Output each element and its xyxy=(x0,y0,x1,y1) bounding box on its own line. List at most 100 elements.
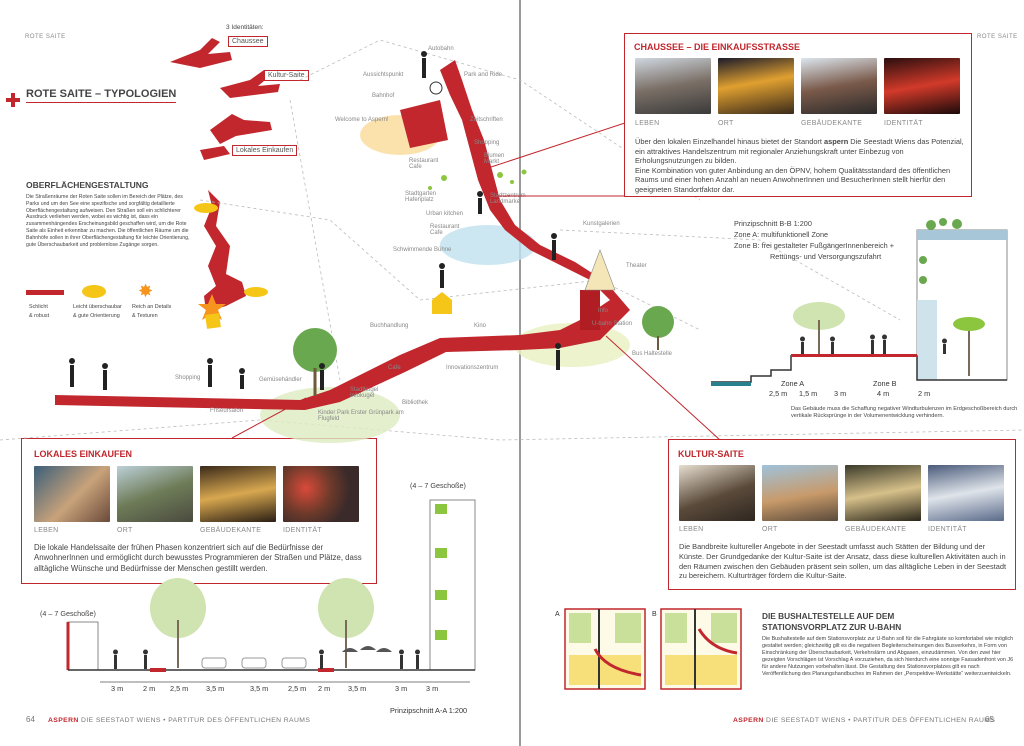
page-gutter xyxy=(519,0,521,746)
footer-right: ASPERN DIE SEESTADT WIENS • PARTITUR DES… xyxy=(733,717,996,724)
map-label-shopping-2: Shopping xyxy=(175,375,201,381)
map-label-autobahn: Autobahn xyxy=(428,46,454,52)
section-bb-zone-b2: Rettungs- und Versorgungszufahrt xyxy=(770,252,882,261)
dim-aa-5: 3,5 m xyxy=(250,684,269,693)
running-header-right: ROTE SAITE xyxy=(977,34,1018,40)
chaussee-photos xyxy=(635,58,960,114)
page-number-right: 65 xyxy=(985,715,994,724)
kultur-photo-ort xyxy=(762,465,838,521)
map-label-bibliothek: Bibliothek xyxy=(402,400,429,406)
surface-title: OBERFLÄCHENGESTALTUNG xyxy=(26,180,149,190)
kultur-label-leben: LEBEN xyxy=(679,526,704,533)
chaussee-label-leben: LEBEN xyxy=(635,120,660,127)
map-label-stadtgarten: Stadtgarten Hafenplatz xyxy=(405,191,437,203)
chaussee-title: CHAUSSEE – DIE EINKAUFSSTRASSE xyxy=(634,42,801,52)
map-label-aussichtspunkt: Aussichtspunkt xyxy=(363,72,404,78)
legend-ellipse-swatch xyxy=(82,285,106,298)
kultur-photo-gebaeudekante xyxy=(845,465,921,521)
map-label-welcome: Welcome to Aspern! xyxy=(335,117,389,123)
kultur-box: KULTUR-SAITE LEBEN ORT GEBÄUDEKANTE IDEN… xyxy=(668,439,1016,590)
kultur-photo-leben xyxy=(679,465,755,521)
chaussee-label-ort: ORT xyxy=(718,120,734,127)
chaussee-label-identitaet: IDENTITÄT xyxy=(884,120,923,127)
map-label-theater: Theater xyxy=(626,263,647,269)
map-label-kino: Kino xyxy=(474,323,487,329)
dim-bb-2: 1,5 m xyxy=(799,389,818,398)
map-label-restaurant-1: Restaurant Cafe xyxy=(409,158,439,170)
dim-aa-7: 2 m xyxy=(318,684,331,693)
dim-aa-9: 3 m xyxy=(395,684,408,693)
kultur-title: KULTUR-SAITE xyxy=(678,449,744,459)
map-label-info: Info xyxy=(598,308,609,314)
lokales-photo-gebaeudekante xyxy=(200,466,276,522)
bus-text: Die Bushaltestelle auf dem Stationsvorpl… xyxy=(762,636,1014,678)
chaussee-text: Über den lokalen Einzelhandel hinaus bie… xyxy=(635,137,964,194)
map-label-restaurant-2: Restaurant Cafe xyxy=(430,224,460,236)
section-bb-zone-b1: Zone B: frei gestalteter FußgängerInnenb… xyxy=(734,241,895,250)
identities-diagram xyxy=(170,38,280,160)
kultur-photos xyxy=(679,465,1004,521)
lokales-title: LOKALES EINKAUFEN xyxy=(34,449,133,459)
dim-aa-2: 2 m xyxy=(143,684,156,693)
lokales-label-leben: LEBEN xyxy=(34,527,59,534)
main-title: ROTE SAITE – TYPOLOGIEN xyxy=(26,88,177,103)
zone-a-label: Zone A xyxy=(781,379,805,388)
footer-left: ASPERN DIE SEESTADT WIENS • PARTITUR DES… xyxy=(48,717,311,724)
lokales-text: Die lokale Handelssaite der frühen Phase… xyxy=(34,543,362,573)
map-label-schwimmende-buehne: Schwimmende Bühne xyxy=(393,247,452,253)
lokales-label-gebaeudekante: GEBÄUDEKANTE xyxy=(200,527,262,534)
zone-b-label: Zone B xyxy=(873,379,897,388)
dim-bb-4: 4 m xyxy=(877,389,890,398)
lokales-photo-labels: LEBEN ORT GEBÄUDEKANTE IDENTITÄT xyxy=(34,527,359,534)
surface-text: Die Straßenräume der Roten Saite sollen … xyxy=(26,194,190,248)
map-label-kinder-park: Kinder Park Erster Grünpark am Flugfeld xyxy=(318,410,404,422)
section-bb-drawing xyxy=(711,218,1008,386)
section-bb-zone-a: Zone A: multifunktionell Zone xyxy=(734,230,829,239)
kultur-label-gebaeudekante: GEBÄUDEKANTE xyxy=(845,526,907,533)
chaussee-photo-gebaeudekante xyxy=(801,58,877,114)
chaussee-box: CHAUSSEE – DIE EINKAUFSSTRASSE LEBEN ORT… xyxy=(624,33,972,197)
dim-bb-1: 2,5 m xyxy=(769,389,788,398)
running-header-left: ROTE SAITE xyxy=(25,34,66,40)
section-bb-title: Prinzipschnitt B-B 1:200 xyxy=(734,219,812,228)
map-label-blumen: Blumen Markt xyxy=(484,153,505,165)
dim-bb-3: 3 m xyxy=(834,389,847,398)
identity-tag-lokales: Lokales Einkaufen xyxy=(232,145,298,156)
dim-aa-3: 2,5 m xyxy=(170,684,189,693)
dim-aa-6: 2,5 m xyxy=(288,684,307,693)
bus-plan-b xyxy=(660,608,742,690)
map-label-cafe: Cafe xyxy=(388,365,401,371)
kultur-label-identitaet: IDENTITÄT xyxy=(928,526,967,533)
dim-aa-8: 3,5 m xyxy=(348,684,367,693)
map-label-innovationszentrum: Innovationszentrum xyxy=(446,365,499,371)
dim-aa-4: 3,5 m xyxy=(206,684,225,693)
chaussee-photo-labels: LEBEN ORT GEBÄUDEKANTE IDENTITÄT xyxy=(635,120,960,127)
map-label-friseursalon: Friseursalon xyxy=(210,408,244,414)
map-label-stadtkugel: Stadtkugel Infokugel xyxy=(350,387,379,399)
map-label-shopping-1: Shopping xyxy=(474,140,500,146)
legend-star-icon: ✸ xyxy=(138,281,154,301)
map-label-kunstgalerien: Kunstgalerien xyxy=(583,221,620,227)
section-bb-note: Das Gebäude muss die Schaffung negativer… xyxy=(791,406,1018,420)
surface-diagram xyxy=(194,190,268,329)
page-number-left: 64 xyxy=(26,715,35,724)
page-right: ROTE SAITE CHAUSSEE – DIE EINKAUFSSTRASS… xyxy=(521,0,1024,746)
map-label-buchhandlung: Buchhandlung xyxy=(370,323,409,329)
bus-title: DIE BUSHALTESTELLE AUF DEM STATIONSVORPL… xyxy=(762,611,902,632)
lokales-photo-leben xyxy=(34,466,110,522)
dim-bb-5: 2 m xyxy=(918,389,931,398)
bus-plan-a xyxy=(564,608,646,690)
map-label-bus: Bus Haltestelle xyxy=(632,351,673,357)
section-aa-floors-left: (4 – 7 Geschoße) xyxy=(40,609,96,618)
section-aa-floors-right: (4 – 7 Geschoße) xyxy=(410,481,466,490)
kultur-photo-identitaet xyxy=(928,465,1004,521)
chaussee-label-gebaeudekante: GEBÄUDEKANTE xyxy=(801,120,863,127)
bus-label-a: A xyxy=(555,611,560,618)
dim-aa-10: 3 m xyxy=(426,684,439,693)
kultur-photo-labels: LEBEN ORT GEBÄUDEKANTE IDENTITÄT xyxy=(679,526,1004,533)
lokales-label-ort: ORT xyxy=(117,527,133,534)
lokales-photos xyxy=(34,466,359,522)
